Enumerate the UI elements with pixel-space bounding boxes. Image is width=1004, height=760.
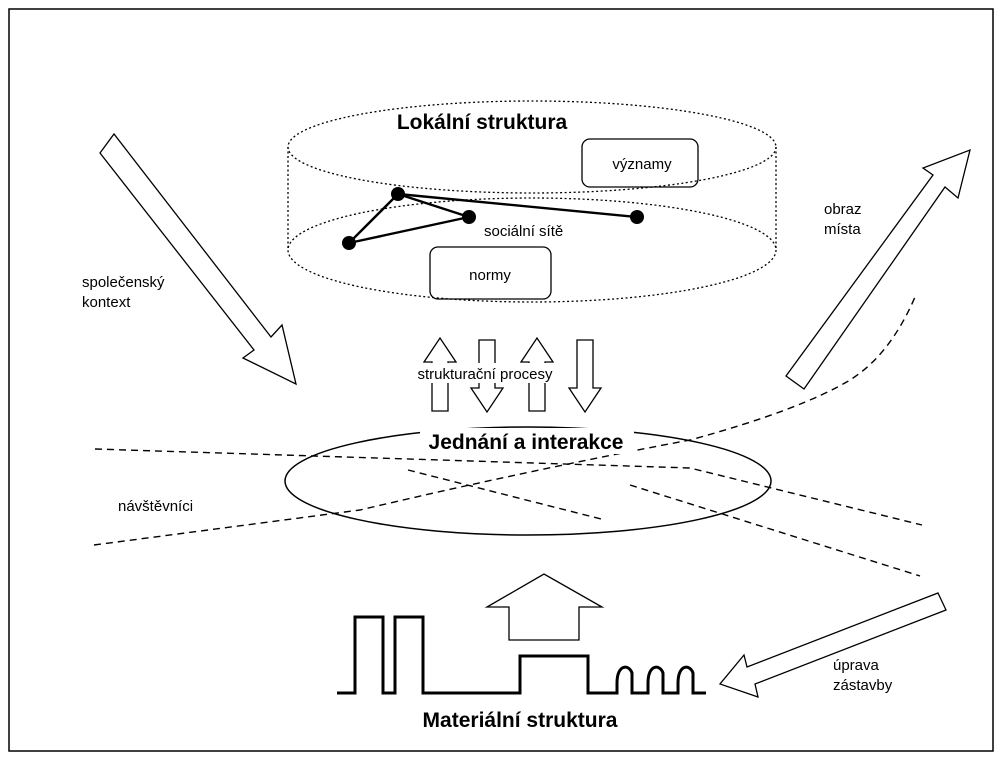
trajectory-line — [407, 469, 606, 521]
building-modification-label: zástavby — [833, 677, 893, 694]
material-structure-label: Materiální struktura — [423, 709, 618, 732]
network-edge — [348, 193, 399, 244]
material-to-action-arrow — [484, 573, 605, 641]
local-structure-title: Lokální struktura — [397, 111, 568, 134]
trajectory-line — [93, 296, 916, 546]
local-structure-cylinder — [287, 100, 777, 303]
social-networks-label: sociální sítě — [484, 223, 563, 240]
network-node — [342, 236, 356, 250]
place-image-label: obraz — [824, 201, 862, 218]
action-interaction-ellipse — [284, 426, 772, 536]
structuring-processes-label: strukturační procesy — [417, 366, 553, 383]
network-node — [462, 210, 476, 224]
network-edge — [397, 192, 470, 219]
visitor-trajectories — [93, 296, 923, 577]
structuring-label-bg — [398, 363, 572, 383]
norms-label: normy — [469, 267, 511, 284]
norms-box — [429, 246, 552, 300]
building-modification-label: úprava — [833, 657, 880, 674]
social-context-arrow — [99, 132, 297, 386]
social-context-label: společenský — [82, 274, 165, 291]
visitors-label: návštěvníci — [118, 498, 193, 515]
network-edge — [397, 192, 638, 219]
trajectory-line — [94, 448, 923, 526]
meanings-label: významy — [612, 156, 672, 173]
meanings-box — [581, 138, 699, 188]
material-skyline — [337, 615, 706, 695]
network-node — [391, 187, 405, 201]
place-image-arrow — [785, 148, 971, 390]
trajectory-line — [629, 484, 921, 577]
network-node — [630, 210, 644, 224]
building-modification-arrow — [718, 592, 947, 698]
place-image-label: místa — [824, 221, 861, 238]
social-context-label: kontext — [82, 294, 131, 311]
cylinder-bottom-ellipse — [287, 197, 777, 303]
action-interaction-label: Jednání a interakce — [429, 431, 624, 454]
structuring-arrow-down — [567, 339, 603, 414]
action-interaction-label-bg — [420, 428, 634, 454]
social-network — [342, 187, 644, 250]
network-edge — [348, 215, 470, 245]
